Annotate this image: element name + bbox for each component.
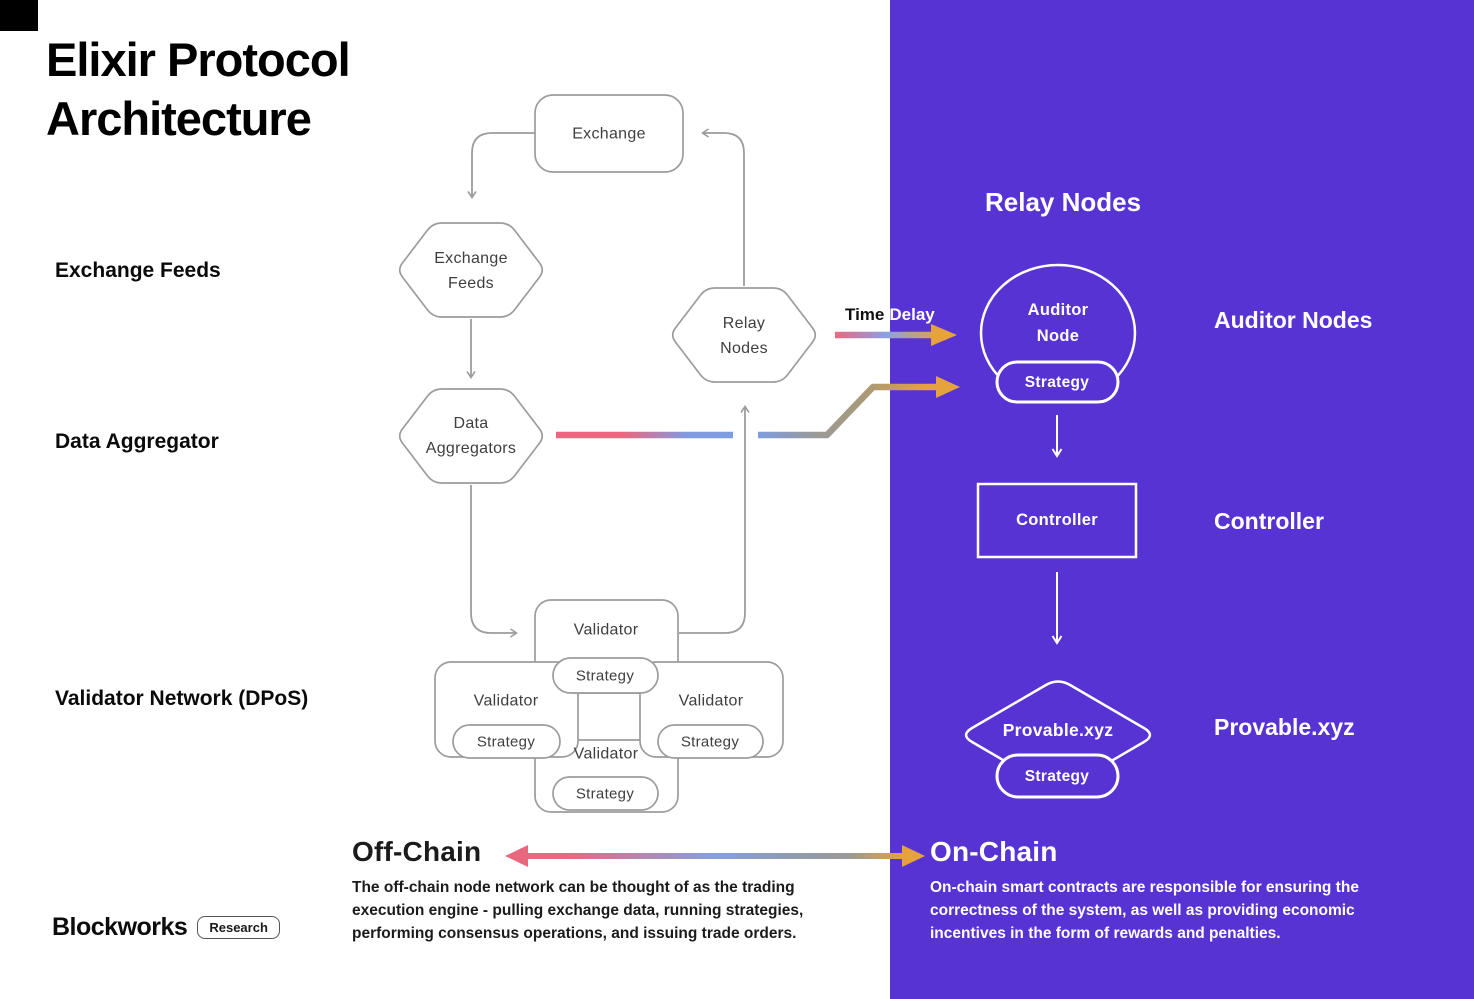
onchain-description: On-chain smart contracts are responsible…: [930, 876, 1359, 945]
strategy-pill-left: [452, 724, 561, 759]
offchain-description: The off-chain node network can be though…: [352, 876, 803, 945]
validator-bottom-label: Validator: [573, 745, 639, 763]
relay-nodes-node-label: Relay Nodes: [720, 311, 768, 361]
data-aggregators-hexagon: [398, 388, 544, 484]
exchange-node-shape: [534, 94, 684, 173]
exchange-feeds-node-label: Exchange Feeds: [434, 246, 508, 296]
offchain-line2: execution engine - pulling exchange data…: [352, 902, 804, 919]
gold-arrowhead-strategy: [936, 376, 960, 398]
exchange-feeds-line1: Exchange: [434, 250, 508, 267]
gold-arrowhead-onchain: [902, 845, 925, 867]
arrow-relay-to-exchange: [701, 128, 745, 286]
onchain-shapes: [964, 263, 1152, 799]
footer-brand: Blockworks Research: [52, 913, 280, 942]
strategy-right-label: Strategy: [680, 733, 740, 751]
data-aggregators-node-label: Data Aggregators: [426, 411, 516, 461]
offchain-heading: Off-Chain: [352, 836, 482, 867]
validator-top-label: Validator: [573, 621, 639, 639]
validator-left-label: Validator: [473, 692, 539, 710]
auditor-node-line1: Auditor: [1027, 301, 1089, 319]
strategy-pill-right: [657, 724, 764, 759]
side-label-provable: Provable.xyz: [1214, 714, 1355, 740]
controller-node-label: Controller: [1016, 511, 1098, 529]
provable-strategy-label: Strategy: [1024, 768, 1090, 785]
offchain-shapes: [398, 94, 817, 813]
onchain-line1: On-chain smart contracts are responsible…: [930, 879, 1359, 896]
strategy-pill-top: [552, 657, 659, 694]
arrow-aggregators-to-validator: [470, 485, 518, 638]
offchain-line1: The off-chain node network can be though…: [352, 879, 795, 896]
time-delay-word-time: Time: [845, 305, 885, 324]
strategy-pill-bottom: [552, 776, 659, 811]
controller-shape: [976, 482, 1138, 559]
validator-right-label: Validator: [678, 692, 744, 710]
onchain-heading: On-Chain: [930, 836, 1058, 867]
side-label-controller: Controller: [1214, 508, 1324, 534]
offchain-flow-arrows: [466, 128, 750, 638]
data-aggregators-line2: Aggregators: [425, 440, 517, 457]
title-line1: Elixir Protocol: [46, 33, 351, 86]
provable-strategy-pill: [995, 753, 1120, 799]
research-badge: Research: [197, 916, 280, 939]
relay-nodes-line1: Relay: [722, 315, 766, 332]
pink-arrowhead-offchain: [505, 845, 528, 867]
gradient-line-to-auditor-strategy: [758, 383, 938, 439]
strategy-left-label: Strategy: [476, 733, 536, 751]
gold-arrowhead-time-delay: [931, 324, 957, 346]
auditor-strategy-label: Strategy: [1024, 374, 1090, 391]
auditor-node-label: Auditor Node: [1028, 297, 1089, 349]
exchange-node-label: Exchange: [572, 125, 646, 143]
title-line2: Architecture: [46, 92, 312, 146]
provable-node-label: Provable.xyz: [1002, 720, 1114, 740]
exchange-feeds-line2: Feeds: [448, 275, 494, 292]
time-delay-label: Time Delay: [845, 305, 935, 325]
arrow-validator-to-relay: [679, 405, 750, 634]
strategy-bottom-label: Strategy: [575, 785, 635, 803]
relay-nodes-line2: Nodes: [720, 340, 768, 357]
relay-nodes-hexagon: [671, 287, 817, 383]
blockworks-logo: Blockworks: [52, 913, 188, 941]
auditor-strategy-pill: [995, 360, 1120, 404]
onchain-line3: incentives in the form of rewards and pe…: [930, 925, 1281, 942]
row-label-validator-network: Validator Network (DPoS): [55, 687, 309, 710]
page-title: Elixir Protocol Architecture: [46, 30, 351, 148]
corner-decoration: [0, 0, 38, 31]
strategy-top-label: Strategy: [575, 667, 635, 685]
data-aggregators-line1: Data: [453, 415, 489, 432]
side-label-auditor-nodes: Auditor Nodes: [1214, 307, 1373, 333]
offchain-line3: performing consensus operations, and iss…: [352, 925, 797, 942]
panel-heading-relay-nodes: Relay Nodes: [985, 187, 1142, 217]
auditor-node-line2: Node: [1036, 327, 1080, 345]
onchain-line2: correctness of the system, as well as pr…: [930, 902, 1355, 919]
exchange-feeds-hexagon: [398, 222, 544, 318]
row-label-data-aggregator: Data Aggregator: [55, 430, 219, 453]
row-label-exchange-feeds: Exchange Feeds: [55, 259, 221, 282]
time-delay-word-delay: Delay: [889, 305, 935, 324]
arrow-exchange-to-feeds: [467, 132, 535, 199]
